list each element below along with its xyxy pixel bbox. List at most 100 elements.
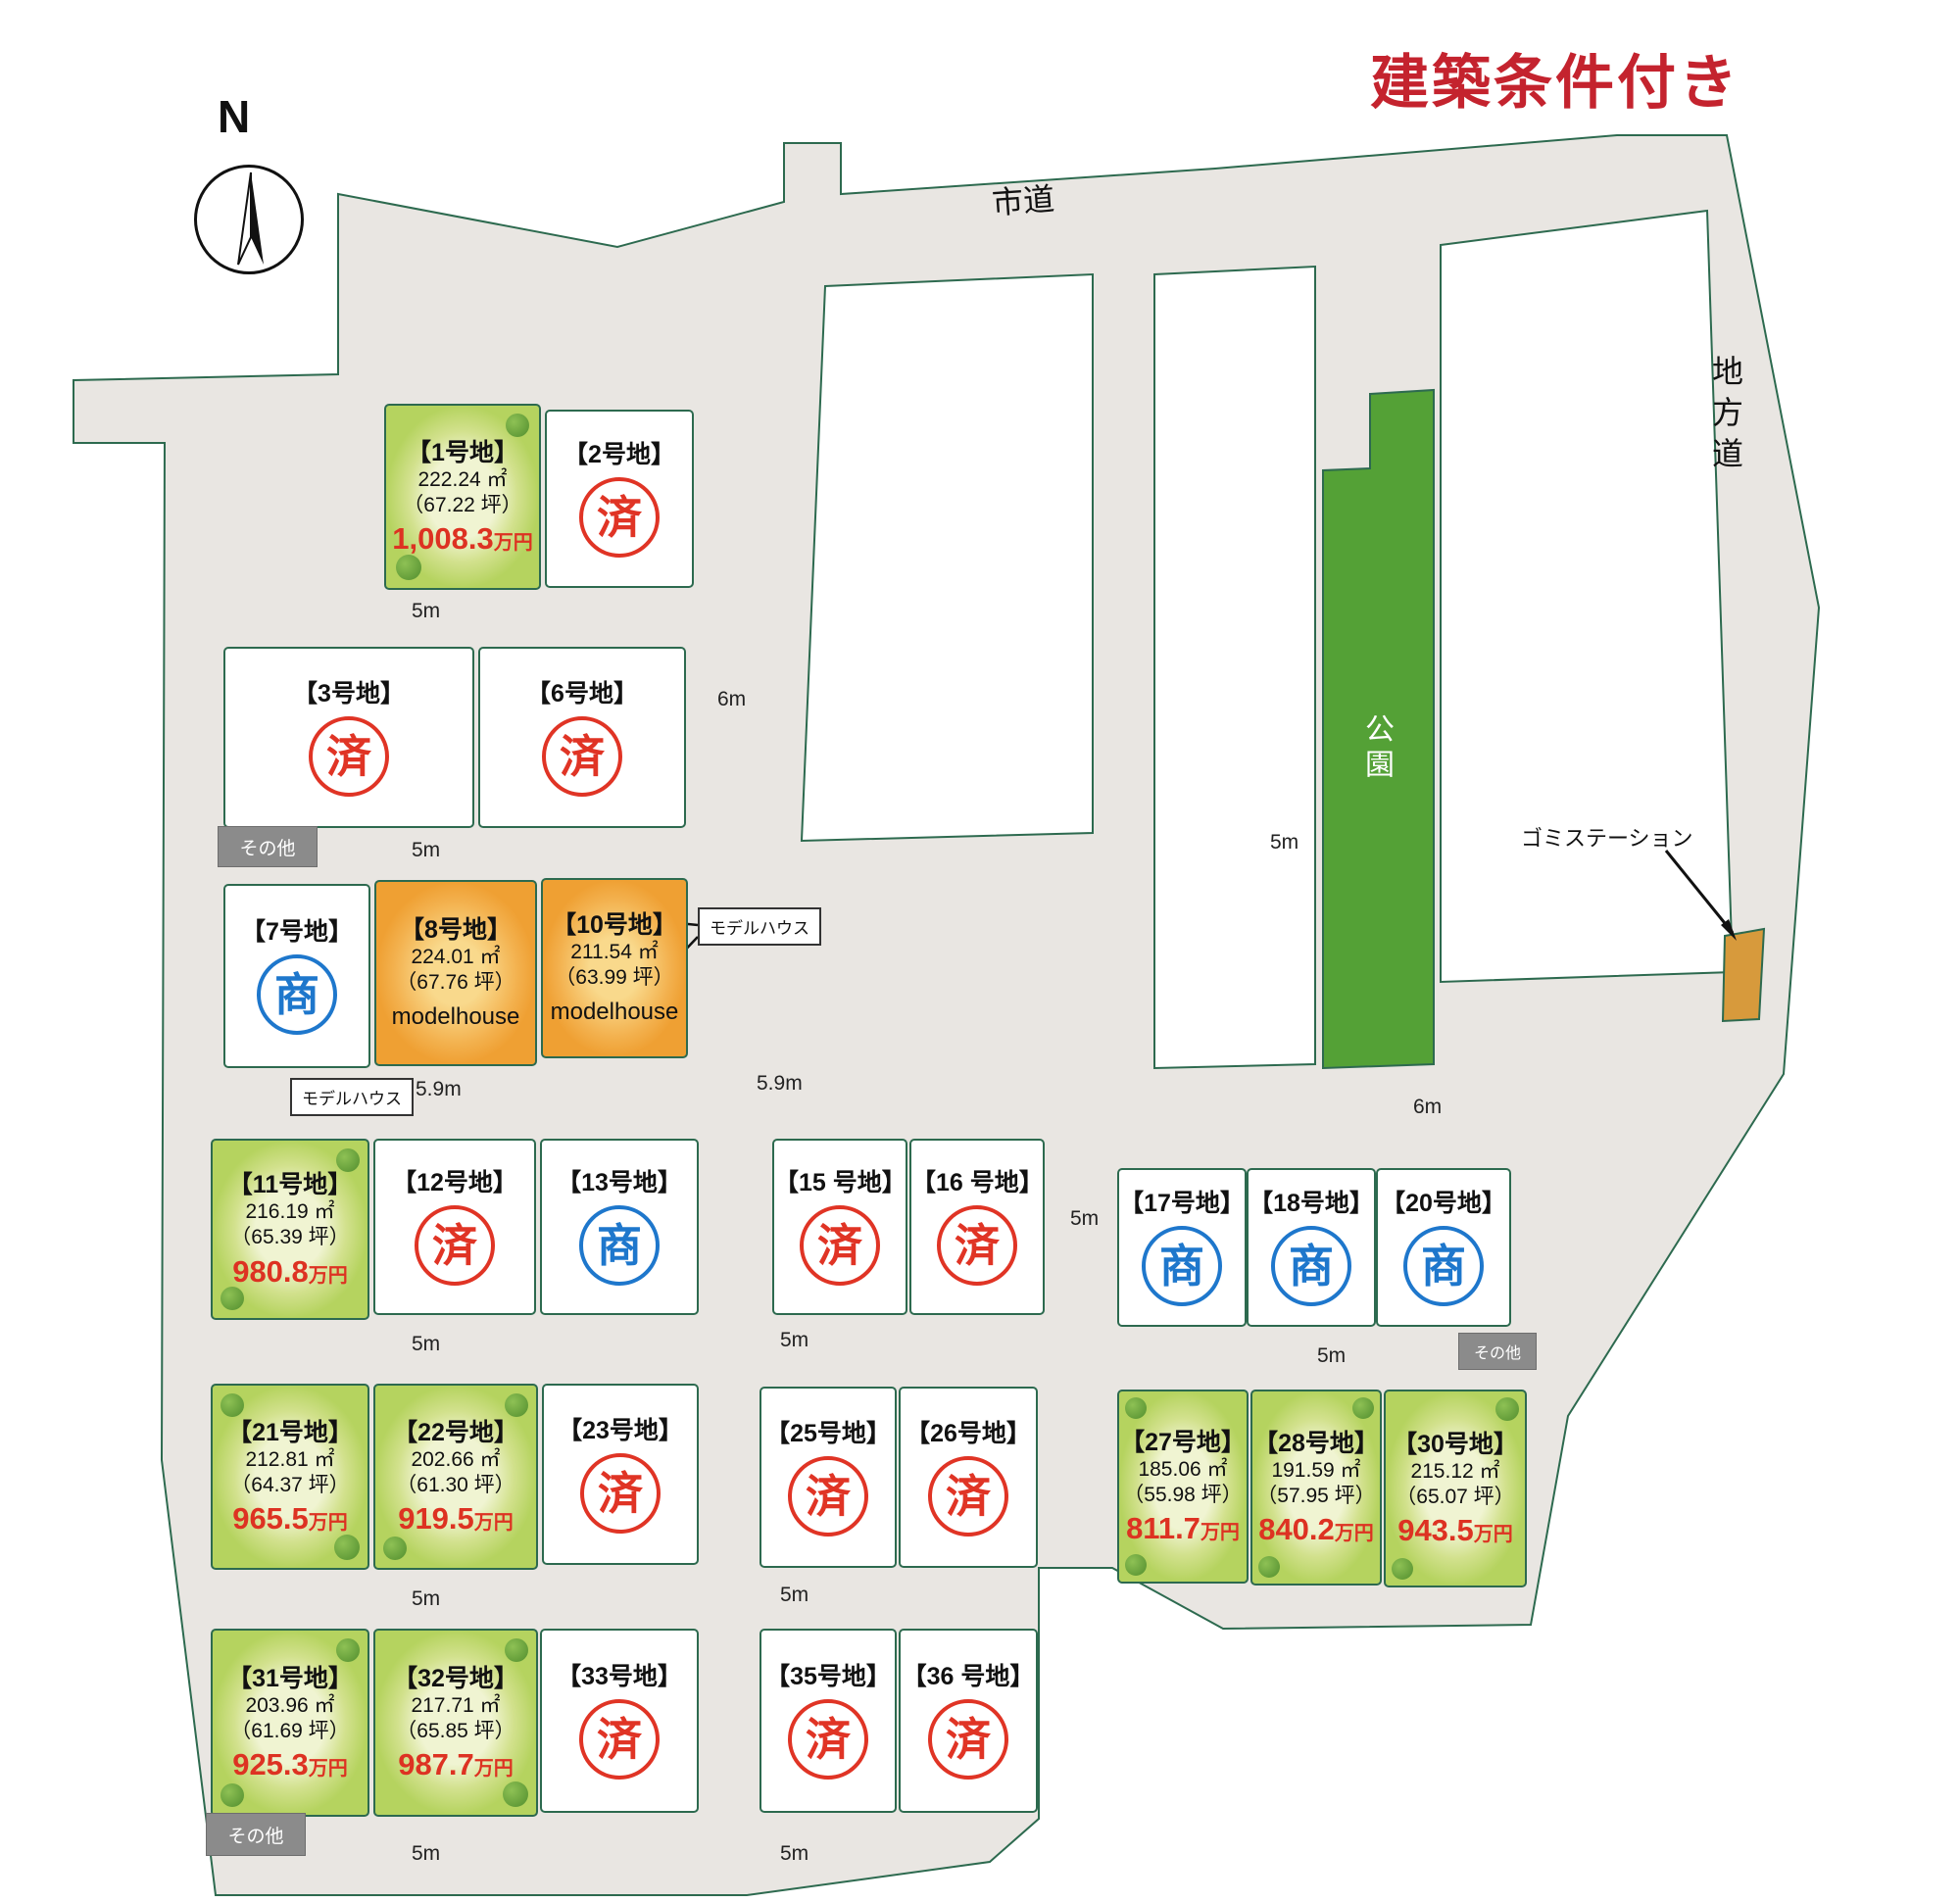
plot-17: 【17号地】 商	[1117, 1168, 1247, 1327]
road-width-label: 5m	[780, 1842, 809, 1865]
plot-3: 【3号地】 済	[223, 647, 474, 828]
plot-13: 【13号地】 商	[540, 1139, 699, 1315]
other-area-box: その他	[1458, 1333, 1537, 1370]
plot-label: 【16 号地】	[911, 1169, 1044, 1196]
plot-area: 191.59 ㎡	[1271, 1458, 1361, 1482]
road-width-label: 5m	[1070, 1207, 1100, 1230]
park-label: 公園	[1360, 713, 1393, 784]
plot-area: 185.06 ㎡	[1138, 1457, 1228, 1481]
plot-price: 1,008.3万円	[392, 521, 533, 557]
tree-icon	[336, 1148, 360, 1172]
road-width-label: 5m	[412, 1842, 441, 1865]
plot-tsubo: （65.07 坪）	[1396, 1485, 1515, 1508]
tree-icon	[336, 1638, 360, 1662]
plot-label: 【10号地】	[552, 910, 677, 939]
road-width-label: 5m	[780, 1584, 809, 1606]
plot-label: 【7号地】	[241, 918, 353, 946]
plot-area: 215.12 ㎡	[1410, 1459, 1500, 1483]
compass-icon	[194, 165, 304, 274]
plot-label: 【18号地】	[1249, 1190, 1374, 1217]
other-area-box: その他	[218, 826, 318, 867]
plot-label: 【36 号地】	[902, 1663, 1035, 1690]
plot-price: 840.2万円	[1258, 1512, 1374, 1547]
plot-price: 965.5万円	[232, 1501, 348, 1537]
road-width-label: 5m	[412, 1333, 441, 1355]
plot-20: 【20号地】 商	[1376, 1168, 1511, 1327]
plot-23: 【23号地】 済	[542, 1384, 699, 1565]
plot-price: 925.3万円	[232, 1747, 348, 1782]
road-width-label: 5m	[412, 839, 441, 861]
plot-31: 【31号地】 203.96 ㎡ （61.69 坪） 925.3万円	[211, 1629, 369, 1817]
tree-icon	[1495, 1397, 1519, 1421]
plot-label: 【32号地】	[393, 1664, 518, 1692]
plot-26: 【26号地】 済	[899, 1387, 1038, 1568]
road-width-label: 6m	[717, 688, 747, 710]
plot-label: 【12号地】	[392, 1169, 517, 1196]
tree-icon	[220, 1393, 244, 1417]
plot-label: 【21号地】	[227, 1418, 353, 1446]
negotiation-stamp: 商	[579, 1205, 660, 1286]
garbage-station-plot	[1721, 927, 1766, 1023]
plot-label: 【15 号地】	[774, 1169, 906, 1196]
tree-icon	[1258, 1556, 1280, 1578]
plot-price: 811.7万円	[1126, 1511, 1240, 1546]
plot-tsubo: （64.37 坪）	[230, 1473, 350, 1496]
regional-road-label: 地方道	[1708, 355, 1743, 478]
plot-area: 202.66 ㎡	[411, 1447, 501, 1471]
plot-33: 【33号地】 済	[540, 1629, 699, 1813]
plot-27: 【27号地】 185.06 ㎡ （55.98 坪） 811.7万円	[1117, 1390, 1249, 1584]
plot-label: 【11号地】	[227, 1171, 353, 1199]
plot-label: 【13号地】	[557, 1169, 682, 1196]
plot-1: 【1号地】 222.24 ㎡ （67.22 坪） 1,008.3万円	[384, 404, 541, 590]
plot-label: 【22号地】	[393, 1418, 518, 1446]
plot-label: 【3号地】	[293, 679, 405, 708]
road-width-label: 5.9m	[757, 1072, 803, 1095]
road-width-label: 6m	[1413, 1096, 1443, 1118]
sold-stamp: 済	[580, 1452, 661, 1534]
plot-35: 【35号地】 済	[760, 1629, 897, 1813]
plot-16: 【16 号地】 済	[909, 1139, 1045, 1315]
tree-icon	[505, 1638, 528, 1662]
road-width-label: 5m	[412, 1587, 441, 1610]
plot-area: 212.81 ㎡	[245, 1447, 335, 1471]
plot-label: 【31号地】	[227, 1664, 353, 1692]
tree-icon	[503, 1781, 528, 1807]
plot-label: 【25号地】	[765, 1419, 891, 1447]
plot-label: 【33号地】	[557, 1663, 682, 1690]
plot-area: 216.19 ㎡	[245, 1200, 335, 1224]
negotiation-stamp: 商	[1142, 1226, 1222, 1306]
plot-label: 【1号地】	[407, 438, 518, 466]
modelhouse-text: modelhouse	[391, 1003, 520, 1031]
sold-stamp: 済	[542, 715, 622, 797]
vacant-parcel	[1153, 265, 1316, 1070]
tree-icon	[383, 1537, 407, 1560]
plot-25: 【25号地】 済	[760, 1387, 897, 1568]
negotiation-stamp: 商	[257, 954, 337, 1035]
plot-tsubo: （67.22 坪）	[403, 493, 522, 516]
tree-icon	[334, 1535, 360, 1560]
tree-icon	[1352, 1397, 1374, 1419]
park-area	[1322, 388, 1435, 1070]
sold-stamp: 済	[415, 1205, 495, 1286]
other-area-box: その他	[206, 1813, 306, 1856]
sold-stamp: 済	[788, 1455, 868, 1537]
modelhouse-tag: モデルハウス	[290, 1078, 414, 1116]
plot-tsubo: （61.30 坪）	[396, 1473, 515, 1496]
plot-28: 【28号地】 191.59 ㎡ （57.95 坪） 840.2万円	[1250, 1390, 1382, 1586]
tree-icon	[396, 555, 421, 580]
sold-stamp: 済	[928, 1699, 1008, 1780]
garbage-arrow-head	[1721, 919, 1737, 941]
plot-15: 【15 号地】 済	[772, 1139, 907, 1315]
tree-icon	[220, 1783, 244, 1807]
plot-tsubo: （61.69 坪）	[230, 1719, 350, 1742]
plot-tsubo: （65.39 坪）	[230, 1226, 350, 1249]
plot-tsubo: （65.85 坪）	[396, 1719, 515, 1742]
plot-area: 222.24 ㎡	[417, 467, 508, 491]
modelhouse-text: modelhouse	[550, 999, 679, 1026]
plot-32: 【32号地】 217.71 ㎡ （65.85 坪） 987.7万円	[373, 1629, 538, 1817]
plot-22: 【22号地】 202.66 ㎡ （61.30 坪） 919.5万円	[373, 1384, 538, 1570]
compass-north-label: N	[218, 91, 251, 142]
sold-stamp: 済	[309, 715, 389, 797]
plot-area: 211.54 ㎡	[570, 940, 659, 963]
sold-stamp: 済	[928, 1455, 1008, 1537]
